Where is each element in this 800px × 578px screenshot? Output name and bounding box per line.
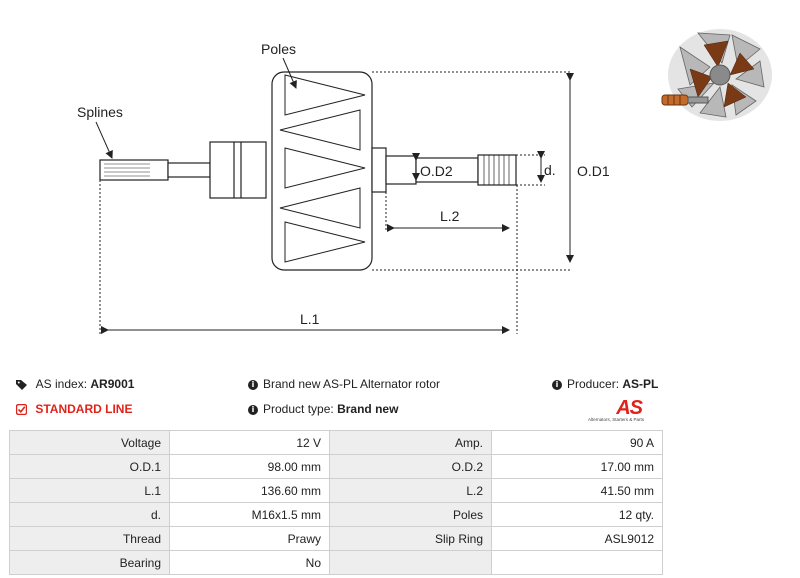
producer-value: AS-PL xyxy=(622,377,659,391)
spec-value: 90 A xyxy=(491,430,663,455)
table-row: Bearing No xyxy=(9,550,663,575)
standard-line-text: STANDARD LINE xyxy=(35,402,133,416)
standard-line: STANDARD LINE xyxy=(16,402,132,416)
spec-label: Voltage xyxy=(9,430,170,455)
rotor-technical-drawing: Poles Splines O.D1 O.D2 d. L.1 L.2 xyxy=(77,29,772,334)
spec-label: Slip Ring xyxy=(329,526,492,551)
spec-value: Prawy xyxy=(169,526,330,551)
logo-mark: AS xyxy=(616,397,643,419)
spec-value: 12 qty. xyxy=(491,502,663,527)
spec-label: Thread xyxy=(9,526,170,551)
as-index-label: AS index: xyxy=(35,377,88,391)
d-label: d. xyxy=(544,162,556,178)
spec-value: 41.50 mm xyxy=(491,478,663,503)
splines-label: Splines xyxy=(77,104,123,120)
spec-label xyxy=(329,550,492,575)
spec-label: L.1 xyxy=(9,478,170,503)
spec-value xyxy=(491,550,663,575)
od2-label: O.D2 xyxy=(420,163,453,179)
product-type-value: Brand new xyxy=(337,402,399,416)
table-row: L.1 136.60 mm L.2 41.50 mm xyxy=(9,478,663,503)
product-photo xyxy=(661,29,772,121)
spec-label: L.2 xyxy=(329,478,492,503)
l2-label: L.2 xyxy=(440,208,460,224)
od1-label: O.D1 xyxy=(577,163,610,179)
table-row: O.D.1 98.00 mm O.D.2 17.00 mm xyxy=(9,454,663,479)
producer: i Producer: AS-PL xyxy=(552,377,658,391)
spec-value: 12 V xyxy=(169,430,330,455)
spec-label: O.D.2 xyxy=(329,454,492,479)
l1-label: L.1 xyxy=(300,311,320,327)
spec-label: Bearing xyxy=(9,550,170,575)
description-text: Brand new AS-PL Alternator rotor xyxy=(263,377,440,391)
spec-label: Amp. xyxy=(329,430,492,455)
spec-value: 136.60 mm xyxy=(169,478,330,503)
spec-label: d. xyxy=(9,502,170,527)
product-type-label: Product type: xyxy=(263,402,334,416)
description: i Brand new AS-PL Alternator rotor xyxy=(248,377,440,391)
info-icon: i xyxy=(552,379,562,390)
tag-icon xyxy=(16,380,27,391)
spec-value: No xyxy=(169,550,330,575)
check-square-icon xyxy=(16,404,27,416)
table-row: Voltage 12 V Amp. 90 A xyxy=(9,430,663,455)
spec-label: O.D.1 xyxy=(9,454,170,479)
logo-tagline: Alternators, Starters & Parts xyxy=(588,417,645,422)
producer-label: Producer: xyxy=(567,377,620,391)
spec-table: Voltage 12 V Amp. 90 A O.D.1 98.00 mm O.… xyxy=(9,430,663,575)
as-index-value: AR9001 xyxy=(90,377,135,391)
as-index: AS index: AR9001 xyxy=(16,377,134,391)
spec-value: M16x1.5 mm xyxy=(169,502,330,527)
table-row: d. M16x1.5 mm Poles 12 qty. xyxy=(9,502,663,527)
poles-label: Poles xyxy=(261,41,296,57)
product-type: i Product type: Brand new xyxy=(248,402,398,416)
spec-value: ASL9012 xyxy=(491,526,663,551)
info-icon: i xyxy=(248,379,258,390)
spec-value: 98.00 mm xyxy=(169,454,330,479)
spec-value: 17.00 mm xyxy=(491,454,663,479)
table-row: Thread Prawy Slip Ring ASL9012 xyxy=(9,526,663,551)
info-icon: i xyxy=(248,404,258,415)
as-pl-logo: AS Alternators, Starters & Parts xyxy=(588,397,650,425)
spec-label: Poles xyxy=(329,502,492,527)
